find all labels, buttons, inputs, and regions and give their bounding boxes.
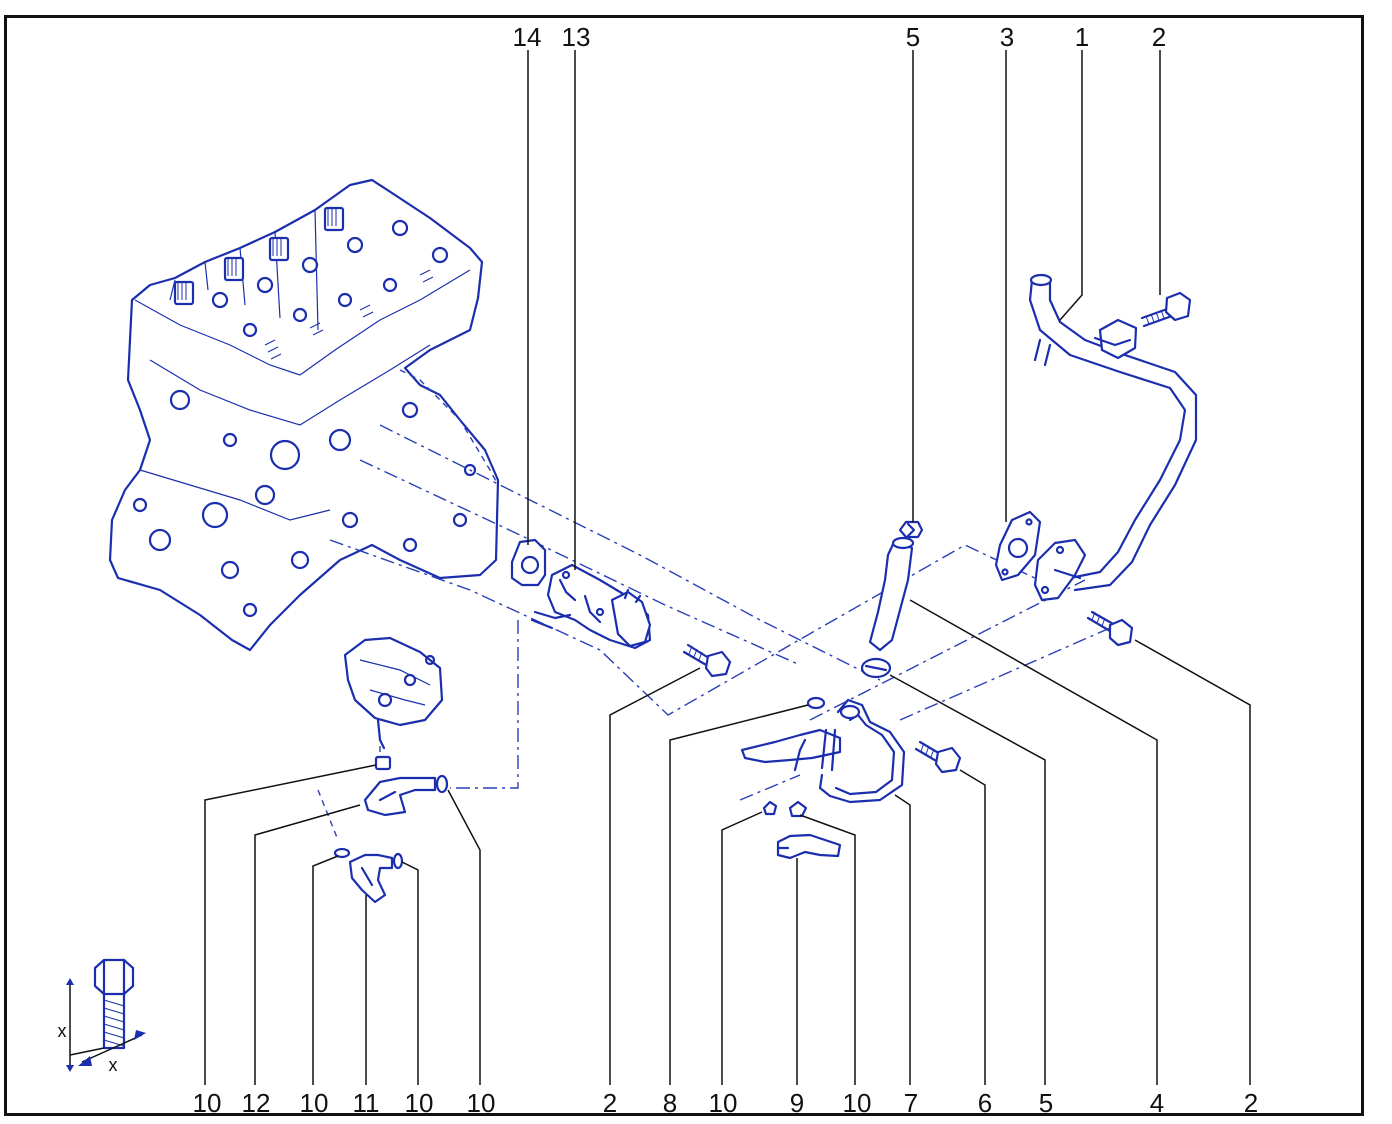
cylinder-head-details <box>132 206 477 618</box>
callout-2-bottom-b: 2 <box>1243 1088 1259 1118</box>
coolant-pipe-part-1 <box>1028 273 1198 602</box>
callout-10-bottom-c: 10 <box>404 1088 434 1118</box>
gasket-part-14 <box>510 538 547 587</box>
callout-5-top: 5 <box>905 22 921 52</box>
bolt-part-6 <box>914 740 962 774</box>
callout-7-bottom: 7 <box>903 1088 919 1118</box>
callout-14-top: 14 <box>512 22 542 52</box>
hose-part-12 <box>363 776 437 817</box>
callout-10-bottom-b: 10 <box>299 1088 329 1118</box>
dimension-x-vertical: x <box>57 1021 67 1041</box>
callout-10-bottom-a: 10 <box>192 1088 222 1118</box>
o-ring-part-8 <box>806 696 826 710</box>
hose-part-11 <box>348 853 394 904</box>
clamp-part-5-bottom <box>860 657 892 679</box>
clamp-part-10-left-right <box>435 774 449 794</box>
clamp-part-10-center-a <box>762 800 778 816</box>
bolt-part-2-top <box>1140 291 1192 328</box>
dimension-x-horizontal: x <box>108 1055 118 1075</box>
leader-lines <box>204 50 1251 1085</box>
bolt-part-2-center <box>682 643 732 678</box>
callout-9-bottom: 9 <box>789 1088 805 1118</box>
diagram-frame <box>4 15 1364 1116</box>
small-component-left <box>343 636 444 750</box>
callout-2-bottom-a: 2 <box>602 1088 618 1118</box>
callout-13-top: 13 <box>561 22 591 52</box>
water-housing-part-13 <box>530 563 652 650</box>
clamp-part-10-left-top <box>374 755 392 771</box>
callout-10-bottom-f: 10 <box>842 1088 872 1118</box>
clamp-part-5-top <box>898 520 924 539</box>
pipe-part-7 <box>740 698 906 804</box>
hose-part-4 <box>868 536 915 652</box>
bolt-part-2-right <box>1086 610 1134 647</box>
hose-part-9 <box>776 833 842 860</box>
callout-10-bottom-d: 10 <box>466 1088 496 1118</box>
callout-3-top: 3 <box>999 22 1015 52</box>
gasket-part-3 <box>994 510 1042 582</box>
callout-8-bottom: 8 <box>662 1088 678 1118</box>
clamp-part-10-center-b <box>788 800 808 818</box>
clamp-part-10-lower-left <box>333 847 351 859</box>
engine-block <box>108 178 500 652</box>
clamp-part-10-lower-right <box>392 852 404 870</box>
callout-1-top: 1 <box>1074 22 1090 52</box>
callout-6-bottom: 6 <box>977 1088 993 1118</box>
callout-4-bottom: 4 <box>1149 1088 1165 1118</box>
callout-11-bottom: 11 <box>352 1088 380 1118</box>
callout-5-bottom: 5 <box>1038 1088 1054 1118</box>
callout-12-bottom: 12 <box>241 1088 271 1118</box>
callout-2-top: 2 <box>1151 22 1167 52</box>
assembly-lines <box>317 369 1111 841</box>
callout-10-bottom-e: 10 <box>708 1088 738 1118</box>
bolt-dimension-symbol <box>66 958 146 1072</box>
